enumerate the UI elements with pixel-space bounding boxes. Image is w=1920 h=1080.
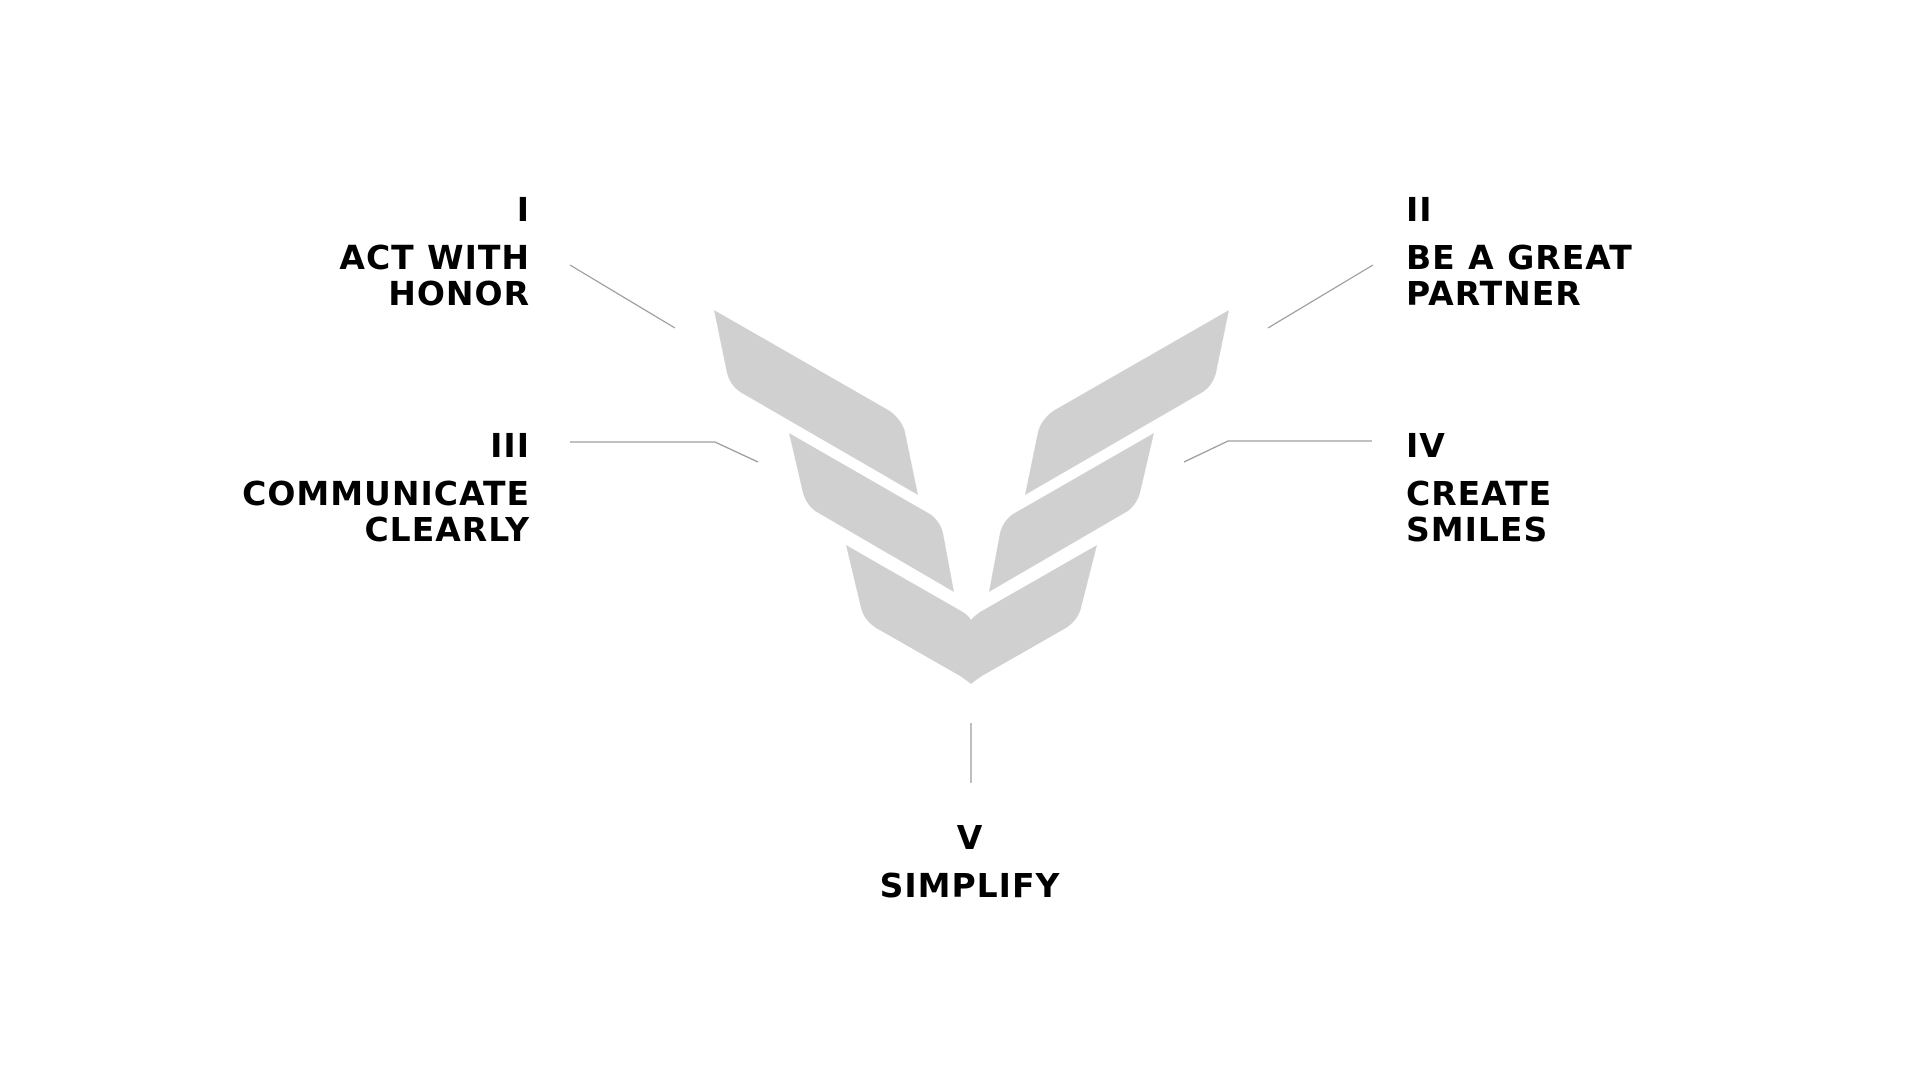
- value-block-3: III COMMUNICATE CLEARLY: [242, 428, 530, 548]
- connector-line-1: [569, 264, 676, 329]
- chevron-left-stripe-bottom: [846, 545, 971, 684]
- value-label-line: CLEARLY: [364, 510, 530, 549]
- value-block-4: IV CREATE SMILES: [1406, 428, 1552, 548]
- value-label-line: COMMUNICATE: [242, 474, 530, 513]
- value-label-line: SMILES: [1406, 510, 1549, 549]
- value-label-line: BE A GREAT: [1406, 238, 1633, 277]
- value-block-2: II BE A GREAT PARTNER: [1406, 192, 1633, 312]
- chevron-right-stripe-bottom: [971, 545, 1097, 684]
- chevron-left-stripe-top: [714, 310, 918, 495]
- value-numeral: II: [1406, 190, 1433, 229]
- chevron-right-stripe-middle: [989, 433, 1154, 592]
- connector-line-3: [570, 441, 759, 463]
- value-block-5: V SIMPLIFY: [760, 820, 1180, 904]
- value-numeral: V: [956, 818, 984, 857]
- value-block-1: I ACT WITH HONOR: [339, 192, 530, 312]
- connector-line-2: [1267, 264, 1374, 329]
- value-label-line: ACT WITH: [339, 238, 530, 277]
- value-label-line: SIMPLIFY: [879, 866, 1061, 905]
- value-label-line: CREATE: [1406, 474, 1553, 513]
- value-label-line: PARTNER: [1406, 274, 1582, 313]
- value-label-line: HONOR: [388, 274, 530, 313]
- value-numeral: I: [516, 190, 530, 229]
- connector-line-4: [1183, 440, 1372, 463]
- value-numeral: III: [490, 426, 530, 465]
- chevron-left-stripe-middle: [789, 433, 954, 592]
- value-numeral: IV: [1406, 426, 1446, 465]
- chevron-right-stripe-top: [1025, 310, 1229, 495]
